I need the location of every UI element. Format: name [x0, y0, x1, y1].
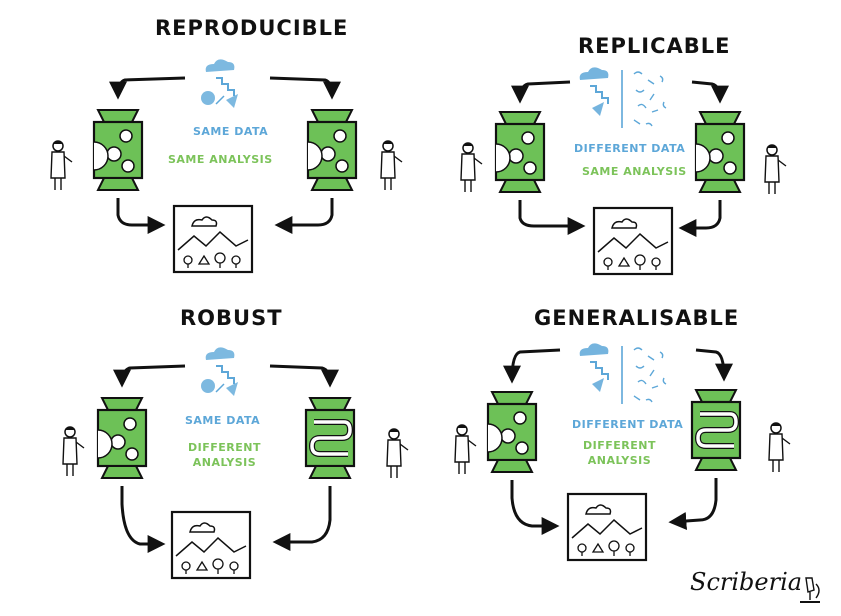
scientist-icon-left: [460, 142, 483, 193]
scientist-icon-right: [768, 422, 791, 473]
data-label: SAME DATA: [193, 125, 269, 138]
arrow-data-to-right: [691, 80, 729, 104]
panel-replicable: [460, 66, 787, 276]
arrow-left-to-result: [518, 200, 586, 235]
arrow-data-to-left: [503, 348, 561, 384]
data-label: DIFFERENT DATA: [572, 418, 684, 431]
analysis-machine-left: [486, 390, 538, 474]
arrow-data-to-right: [695, 348, 733, 382]
arrow-left-to-result: [510, 480, 560, 535]
panel-title-replicable: REPLICABLE: [578, 34, 731, 58]
analysis-label: SAME ANALYSIS: [582, 165, 687, 178]
analysis-machine-right: [692, 390, 740, 470]
arrow-data-to-left: [109, 76, 186, 100]
analysis-machine-left: [92, 108, 144, 192]
scientist-icon-right: [380, 140, 403, 191]
analysis-machine-left: [96, 396, 148, 480]
arrow-data-to-right: [269, 76, 341, 100]
analysis-machine-right: [694, 110, 746, 194]
analysis-label: SAME ANALYSIS: [168, 153, 273, 166]
arrow-data-to-left: [113, 364, 186, 388]
panel-title-reproducible: REPRODUCIBLE: [155, 16, 349, 40]
panel-title-robust: ROBUST: [180, 306, 283, 330]
arrow-right-to-result: [668, 478, 718, 530]
analysis-machine-right: [306, 108, 358, 192]
panel-title-generalisable: GENERALISABLE: [534, 306, 740, 330]
microscope-icon: [800, 577, 820, 603]
scientist-icon-right: [386, 428, 409, 479]
panel-generalisable: [454, 342, 791, 562]
same-data-icon: [200, 346, 239, 397]
arrow-data-to-right: [269, 364, 339, 388]
result-picture: [592, 206, 674, 276]
scientist-icon-left: [50, 140, 73, 191]
result-picture: [172, 204, 254, 274]
scientist-icon-left: [454, 424, 477, 475]
analysis-label: DIFFERENT ANALYSIS: [188, 441, 261, 469]
result-picture: [170, 510, 252, 580]
brand-logo: Scriberia: [690, 568, 803, 596]
panel-reproducible: [50, 58, 403, 274]
different-data-icon: [578, 342, 667, 405]
scientist-icon-right: [764, 144, 787, 195]
arrow-right-to-result: [274, 198, 334, 234]
arrow-left-to-result: [116, 198, 166, 234]
analysis-label: DIFFERENT ANALYSIS: [583, 439, 656, 467]
same-data-icon: [200, 58, 239, 109]
result-picture: [566, 492, 648, 562]
analysis-machine-left: [494, 110, 546, 194]
scientist-icon-left: [62, 426, 85, 477]
arrow-right-to-result: [678, 200, 722, 237]
analysis-machine-right: [306, 398, 354, 478]
arrow-right-to-result: [272, 486, 332, 551]
panel-robust: [62, 346, 409, 580]
arrow-data-to-left: [511, 80, 571, 104]
different-data-icon: [578, 66, 667, 129]
data-label: DIFFERENT DATA: [574, 142, 686, 155]
data-label: SAME DATA: [185, 414, 261, 427]
arrow-left-to-result: [120, 486, 166, 553]
